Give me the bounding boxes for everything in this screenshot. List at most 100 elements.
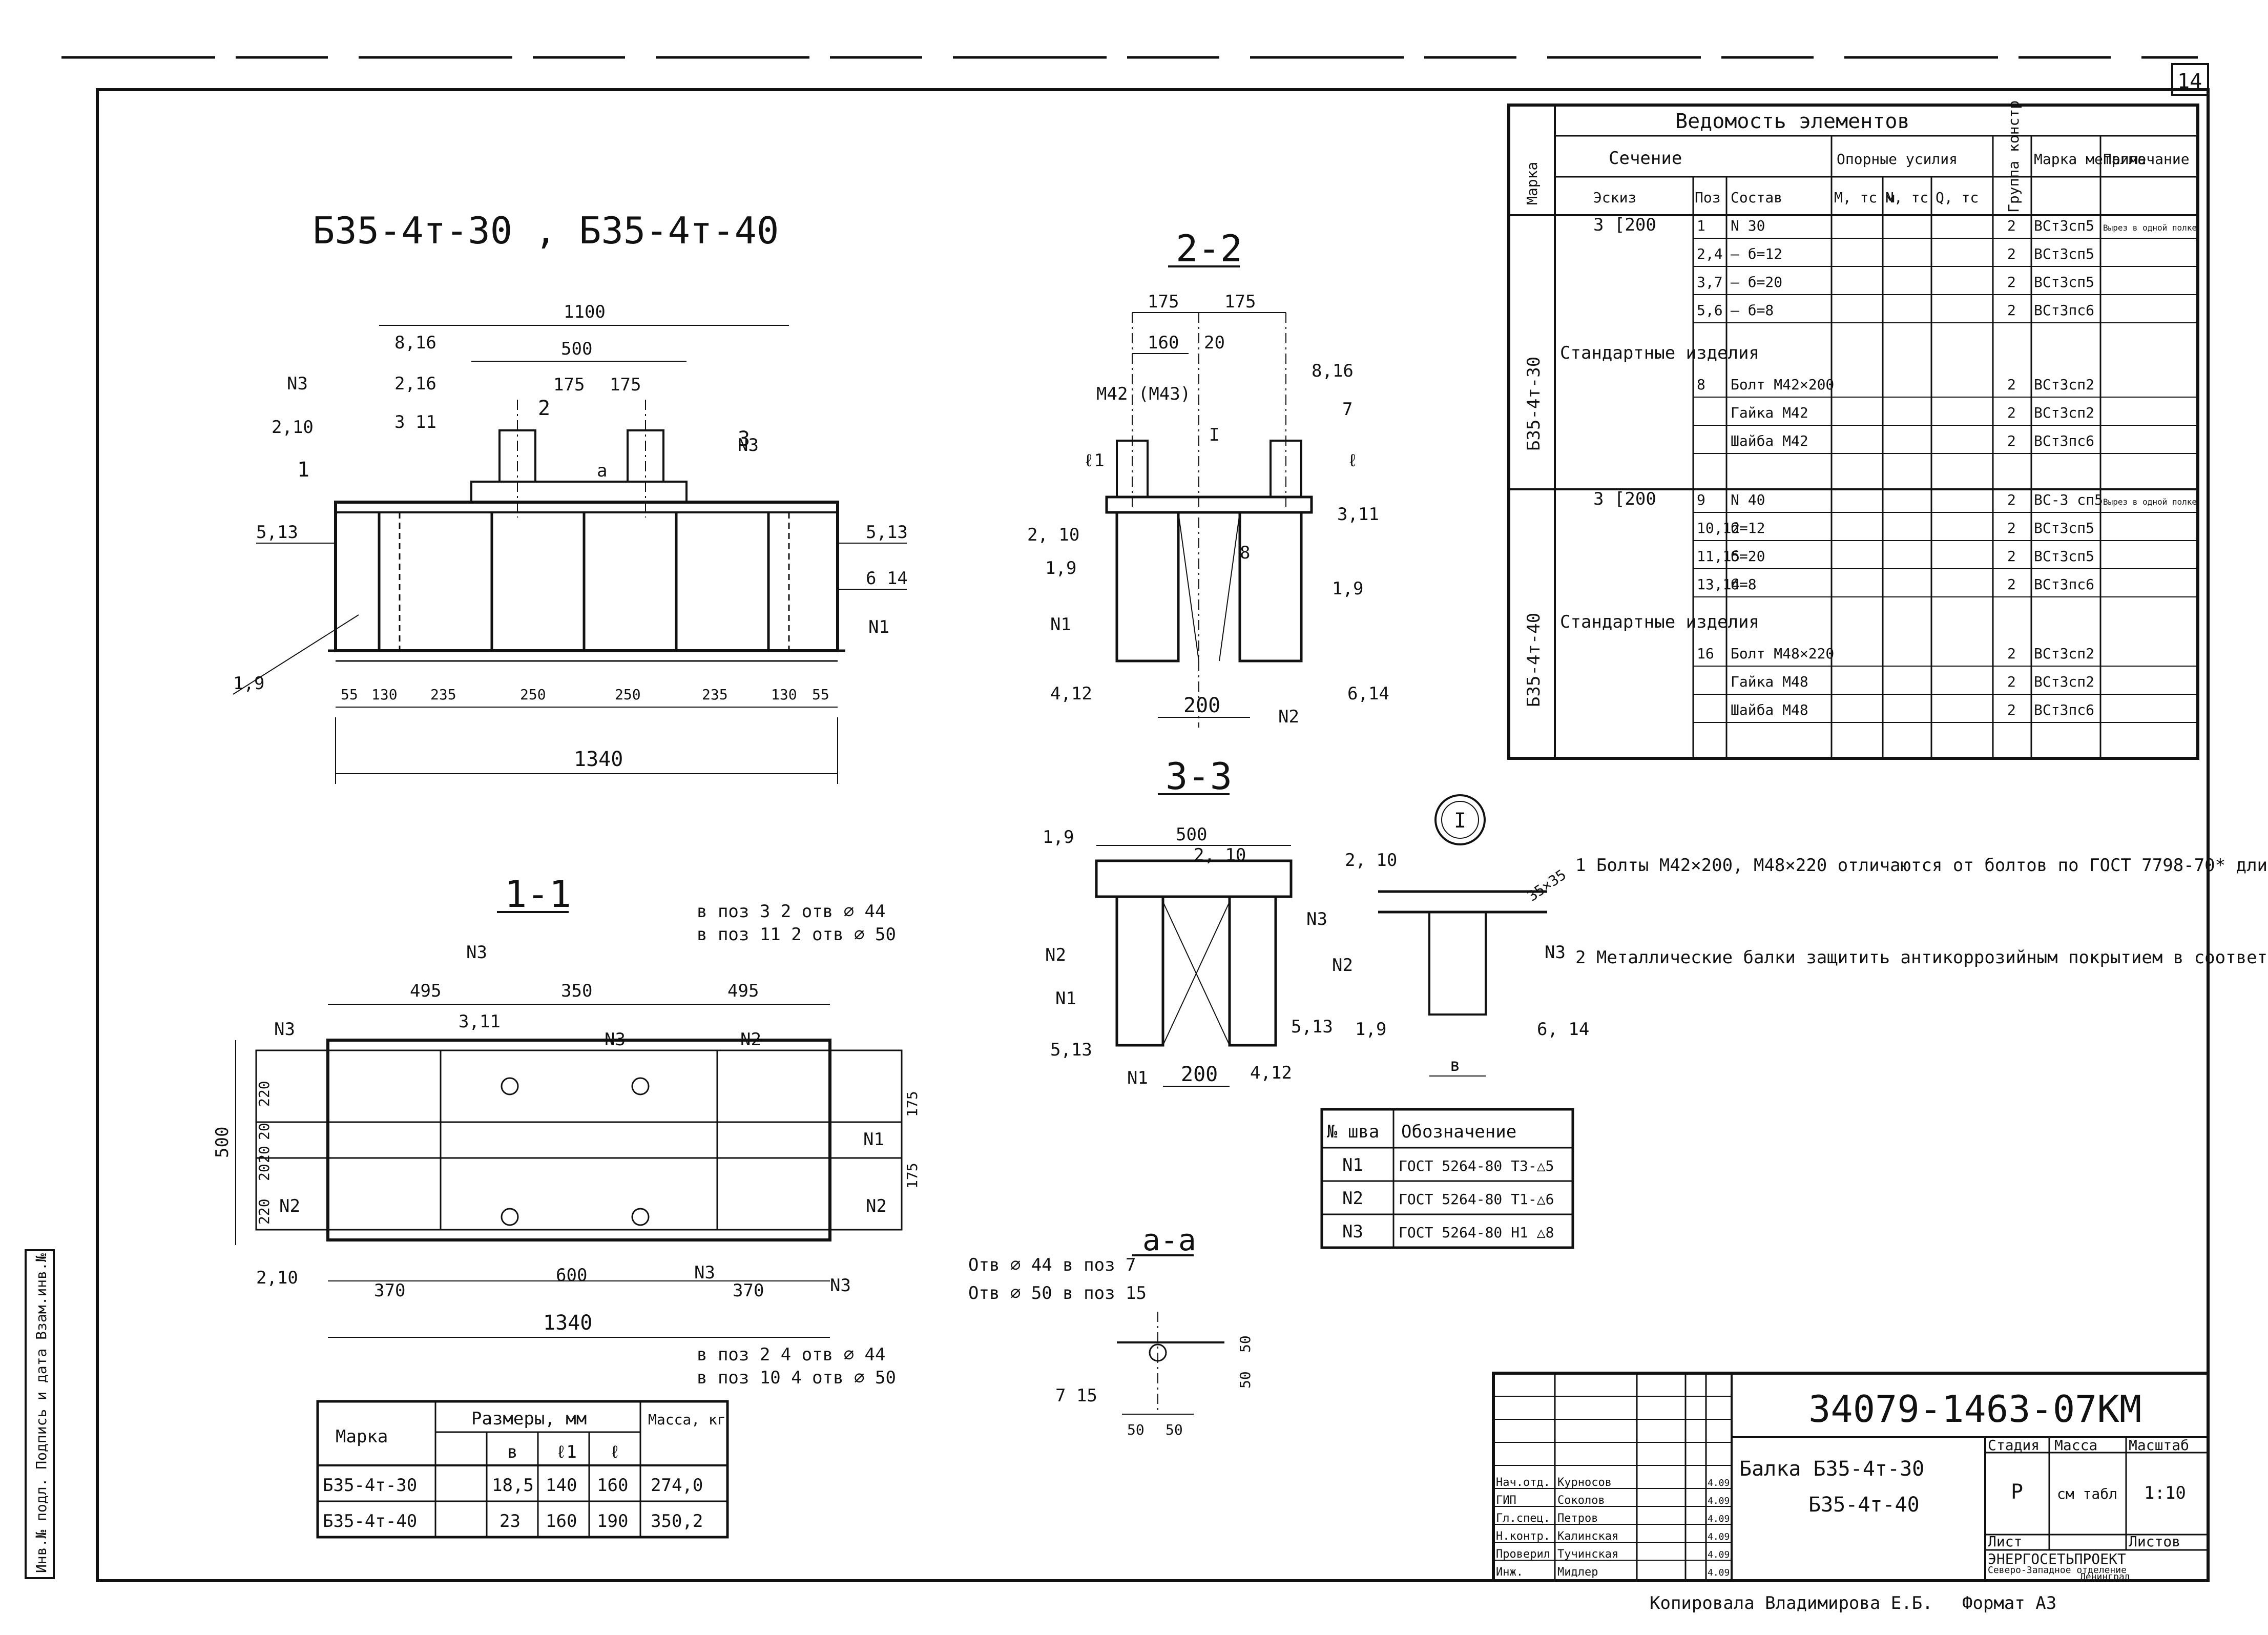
note-1: 1 Болты М42×200, М48×220 отличаются от б… xyxy=(1575,855,2268,876)
lbl-elev-816: 8,16 xyxy=(394,333,436,353)
lbl-22-p: ℓ xyxy=(1347,450,1358,471)
dim-22-20: 20 xyxy=(1204,333,1225,353)
et-row-steel: ВСт3сп5 xyxy=(2034,548,2094,565)
notes: 1 Болты М42×200, М48×220 отличаются от б… xyxy=(1575,855,2268,968)
lbl-det-35: 35×35 xyxy=(1524,866,1569,904)
et-mark-b: Б35-4т-40 xyxy=(1524,613,1544,707)
lbl-det-b: в xyxy=(1450,1055,1460,1075)
lbl-det-n3: N3 xyxy=(1545,942,1566,963)
lbl-plan-n3b: N3 xyxy=(466,942,487,963)
tb-signer-date: 4.09 xyxy=(1708,1567,1730,1578)
section-1-1-title: 1-1 xyxy=(505,873,571,916)
note-plan-top2: в поз 11 2 отв ∅ 50 xyxy=(697,924,896,945)
tb-sheets: Листов xyxy=(2129,1533,2180,1550)
et-row-comp: Болт М48×220 xyxy=(1731,645,1834,662)
et-row-group: 2 xyxy=(2007,404,2016,421)
dim-elev-b8: 55 xyxy=(812,686,829,703)
tb-sheet: Лист xyxy=(1988,1533,2022,1550)
tb-signer-role: Инж. xyxy=(1496,1566,1523,1579)
et-sub-sketch: Эскиз xyxy=(1593,189,1636,206)
dim-22-200: 200 xyxy=(1183,694,1220,717)
tb-mass: см табл xyxy=(2057,1485,2117,1502)
et-col-group: Группа констр xyxy=(2005,100,2022,213)
et-row-comp: — б=12 xyxy=(1731,245,1782,262)
et-row-comp: Болт М42×200 xyxy=(1731,376,1834,393)
wt-num-1: N1 xyxy=(1342,1155,1363,1175)
et-row-group: 2 xyxy=(2007,520,2016,536)
et-row-steel: ВСт3сп2 xyxy=(2034,645,2094,662)
lbl-33-210: 2, 10 xyxy=(1194,845,1246,865)
dim-plan-l20b: 20 xyxy=(256,1146,273,1163)
et-row-pos: 8 xyxy=(1697,376,1705,393)
lbl-22-n1: N1 xyxy=(1050,614,1071,635)
tb-signer-name: Петров xyxy=(1557,1512,1598,1525)
lbl-elev-311: 3 11 xyxy=(394,412,436,432)
et-row-group: 2 xyxy=(2007,245,2016,262)
et-row-steel: ВСт3сп5 xyxy=(2034,520,2094,536)
tb-signer-name: Калинская xyxy=(1557,1530,1618,1543)
note-plan-bot1: в поз 2 4 отв ∅ 44 xyxy=(697,1344,885,1365)
st-mark-1: Б35-4т-30 xyxy=(323,1475,417,1496)
note-2: 2 Металлические балки защитить антикорро… xyxy=(1575,947,2268,968)
dim-plan-600: 600 xyxy=(556,1265,587,1286)
et-row-steel: ВСт3сп5 xyxy=(2034,217,2094,234)
detail-i: I 2, 10 35×35 N2 N3 1,9 6, 14 в xyxy=(1332,794,1589,1077)
lbl-33-n3: N3 xyxy=(1306,909,1327,929)
et-row-pos: 13,14 xyxy=(1697,576,1740,593)
lbl-elev-n3b: N3 xyxy=(738,435,759,456)
et-sub-q: Q, тс xyxy=(1936,189,1979,206)
wt-h-num: № шва xyxy=(1327,1122,1379,1142)
lbl-22-i: I xyxy=(1209,425,1219,445)
section-a-a: а-а Отв ∅ 44 в поз 7 Отв ∅ 50 в поз 15 5… xyxy=(968,1223,1254,1438)
wt-num-3: N3 xyxy=(1342,1222,1363,1242)
section-2-2: 2-2 175 175 160 20 200 М42 (М43) 8,16 7 … xyxy=(1027,227,1389,728)
lbl-elev-513a: 5,13 xyxy=(256,522,298,543)
dim-plan-total: 1340 xyxy=(543,1311,592,1335)
et-row-group: 2 xyxy=(2007,576,2016,593)
dim-22-175b: 175 xyxy=(1224,292,1256,312)
dim-aa-3: 50 xyxy=(1127,1421,1145,1438)
et-row-pos: 2,4 xyxy=(1697,245,1723,262)
st-mass-2: 350,2 xyxy=(651,1511,703,1531)
tb-signer-date: 4.09 xyxy=(1708,1514,1730,1524)
tb-doc-code: 34079-1463-07КМ xyxy=(1808,1388,2141,1431)
lbl-33-513a: 5,13 xyxy=(1050,1040,1092,1060)
et-row-comp: Шайба М48 xyxy=(1731,701,1808,718)
lbl-plan-n3a: N3 xyxy=(274,1019,295,1040)
wt-num-2: N2 xyxy=(1342,1188,1363,1209)
et-row-pos: 9 xyxy=(1697,491,1705,508)
section-3-3: 3-3 500 200 1,9 2, 10 N3 N2 N1 N1 5,13 5… xyxy=(1043,755,1333,1088)
tb-signer-date: 4.09 xyxy=(1708,1496,1730,1506)
lbl-33-n1a: N1 xyxy=(1055,988,1076,1009)
et-row-group: 2 xyxy=(2007,645,2016,662)
st-b-1: 18,5 xyxy=(492,1475,534,1496)
et-row-group: 2 xyxy=(2007,376,2016,393)
et-row-comp: Гайка М42 xyxy=(1731,404,1808,421)
dim-plan-r175b: 175 xyxy=(904,1163,921,1189)
lbl-plan-n2a: N2 xyxy=(279,1196,300,1216)
et-row-comp: N 40 xyxy=(1731,491,1765,508)
et-row-comp: — б=20 xyxy=(1731,274,1782,291)
elements-table: Ведомость элементов Марка Сечение Опорны… xyxy=(1507,100,2199,760)
dim-plan-l20c: 20 xyxy=(256,1164,273,1181)
st-p1-2: 160 xyxy=(546,1511,577,1531)
et-row-steel: ВСт3сп2 xyxy=(2034,404,2094,421)
lbl-33-19: 1,9 xyxy=(1043,827,1074,847)
dim-elev-175a: 175 xyxy=(553,375,585,395)
et-row-steel: ВСт3сп2 xyxy=(2034,376,2094,393)
lbl-22-412: 4,12 xyxy=(1050,684,1092,704)
section-a-a-title: а-а xyxy=(1142,1223,1196,1257)
dim-aa-1: 50 xyxy=(1237,1335,1254,1353)
dim-plan-370a: 370 xyxy=(374,1280,405,1301)
lbl-elev-216: 2,16 xyxy=(394,374,436,394)
tb-signer-name: Курносов xyxy=(1557,1476,1612,1489)
lbl-plan-n2c: N2 xyxy=(866,1196,887,1216)
et-row-steel: ВСт3сп5 xyxy=(2034,274,2094,291)
st-p-2: 190 xyxy=(597,1511,628,1531)
lbl-elev-n3a: N3 xyxy=(287,374,308,394)
et-col-loads: Опорные усилия xyxy=(1837,151,1958,168)
et-col-mark: Марка xyxy=(1524,162,1541,205)
st-h-b: в xyxy=(507,1442,517,1462)
tb-signer-role: Проверил xyxy=(1496,1548,1550,1561)
et-row-group: 2 xyxy=(2007,701,2016,718)
